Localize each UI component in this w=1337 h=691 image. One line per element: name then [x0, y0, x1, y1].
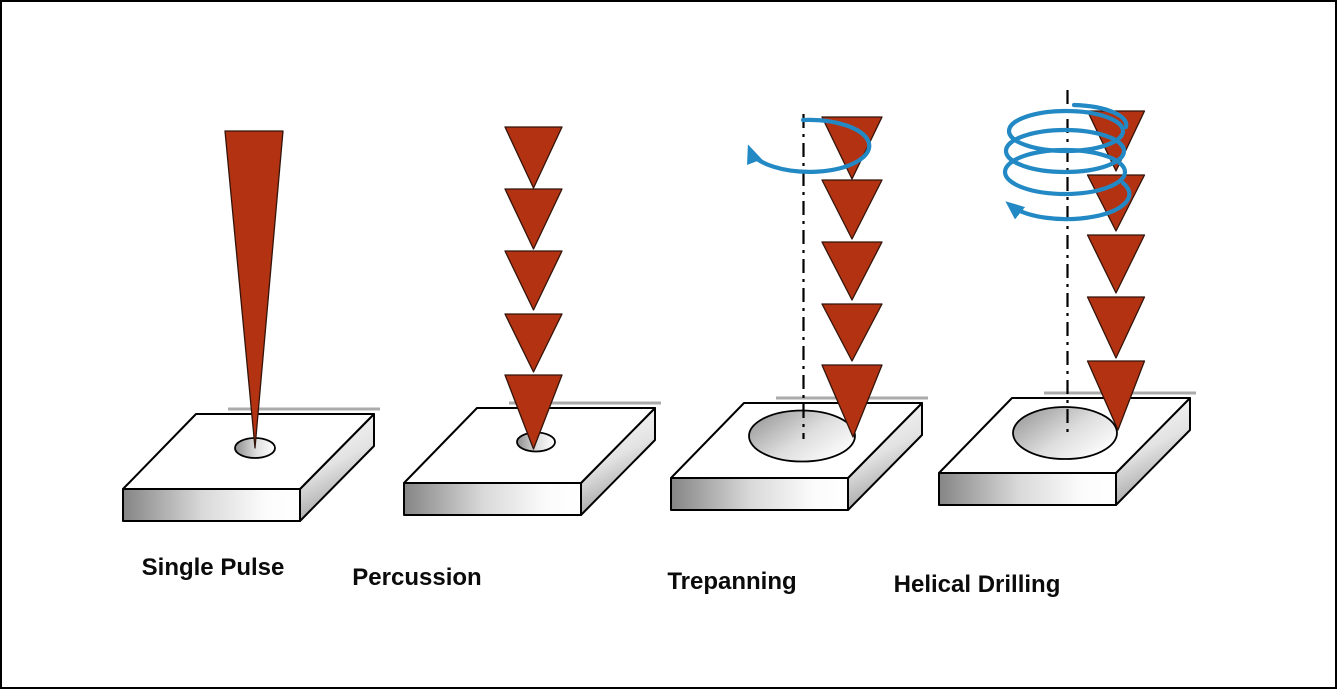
helix-turn: [1002, 147, 1128, 197]
laser-pulse-arrow: [821, 303, 883, 362]
laser-pulse-arrow: [1086, 234, 1146, 294]
laser-pulse-arrow: [504, 188, 563, 250]
laser-pulse-arrow: [1086, 296, 1146, 359]
helix-turn: [1071, 102, 1129, 130]
laser-pulse-arrow: [821, 241, 883, 301]
panel-label: Helical Drilling: [894, 571, 1061, 598]
helix-arrow-tail: [1005, 180, 1132, 222]
panel-percussion: Percussion: [352, 126, 663, 591]
panel-label: Single Pulse: [142, 554, 285, 581]
panel-helical-drilling: Helical Drilling: [894, 90, 1198, 598]
laser-pulse-arrow: [821, 364, 883, 438]
circular-rotation-arrow: [747, 117, 872, 174]
panel-label: Percussion: [352, 564, 481, 591]
laser-beam-cone: [224, 130, 284, 449]
laser-pulse-arrow: [504, 313, 563, 373]
workpiece-slab: [121, 407, 382, 523]
laser-pulse-arrow: [504, 250, 563, 311]
helix-turn: [1003, 127, 1127, 175]
drilled-hole-large: [748, 409, 856, 463]
laser-pulse-arrow: [504, 374, 563, 450]
laser-pulse-arrow: [821, 179, 883, 240]
drilled-hole-large: [1012, 406, 1118, 460]
panel-trepanning: Trepanning: [667, 114, 930, 595]
panel-single-pulse: Single Pulse: [121, 130, 382, 581]
helical-spiral-arrow: [1002, 102, 1132, 222]
panel-label: Trepanning: [667, 568, 796, 595]
laser-pulse-arrow: [504, 126, 563, 189]
laser-pulse-arrow: [1086, 360, 1146, 431]
